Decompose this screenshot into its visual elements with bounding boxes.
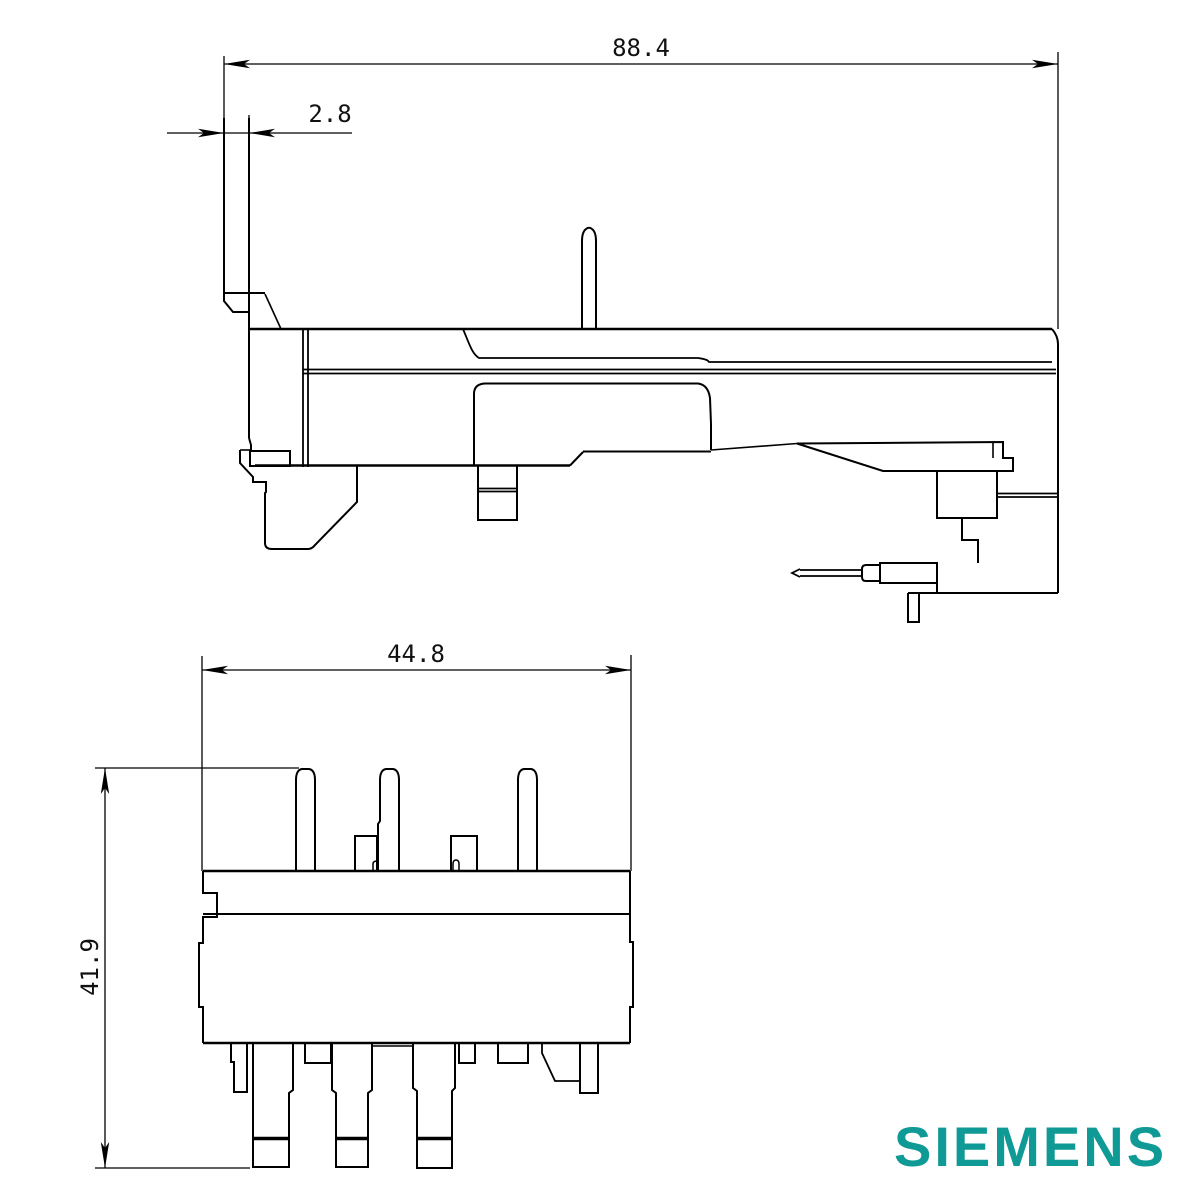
flap <box>796 440 1014 472</box>
small-pin-2 <box>497 1043 529 1064</box>
lever-diagonal <box>264 293 282 330</box>
side-pin-collar <box>861 564 880 582</box>
side-pin-shaft <box>800 569 862 577</box>
connector-block <box>936 471 998 519</box>
dimension-overall-width: 88.4 <box>223 34 1059 329</box>
dimension-lever-offset: 2.8 <box>167 100 352 138</box>
leg2-foot <box>335 1140 369 1168</box>
bottom-edge-step <box>569 451 584 467</box>
bottom-tab <box>477 466 518 521</box>
flap-link <box>710 442 798 451</box>
front-rect-1 <box>354 835 378 871</box>
leg1-right <box>288 1043 294 1137</box>
body-right-edge <box>629 871 634 1043</box>
leg3-foot <box>416 1140 453 1169</box>
dim-value-front-height: 41.9 <box>76 938 104 996</box>
leg3-left <box>412 1043 418 1137</box>
arrow-left-icon <box>198 128 224 138</box>
dim-value-overall-width: 88.4 <box>612 34 670 62</box>
front-pin-2 <box>377 768 400 871</box>
front-pin-3 <box>517 768 538 871</box>
angled-flap <box>541 1043 580 1082</box>
front-rect-2 <box>450 835 478 871</box>
arrow-left-icon <box>202 665 228 675</box>
left-shelf <box>249 450 291 467</box>
din-hook <box>239 450 358 550</box>
front-rect-2-hook <box>452 859 460 871</box>
lever-foot-bevel <box>223 293 248 313</box>
connector-step <box>961 518 979 563</box>
arrow-right-icon <box>605 665 631 675</box>
leg3-right <box>451 1043 456 1137</box>
front-view <box>198 768 634 1169</box>
siemens-logo: SIEMENS <box>894 1115 1168 1178</box>
dimension-front-width: 44.8 <box>201 640 632 871</box>
arrow-down-icon <box>100 1142 110 1168</box>
front-pin-1 <box>295 768 316 871</box>
gap-pin-1 <box>304 1043 332 1064</box>
dim-value-lever-offset: 2.8 <box>308 100 351 128</box>
right-edge <box>1051 328 1059 593</box>
front-rect-1-hook <box>372 860 378 871</box>
dim-value-front-width: 44.8 <box>387 640 445 668</box>
lower-tab <box>907 593 920 623</box>
small-pin-1 <box>458 1043 476 1064</box>
arrow-right-icon <box>1032 59 1058 69</box>
arrow-up-icon <box>100 768 110 794</box>
upper-ledge <box>462 328 1052 363</box>
lever-lower-bevel <box>248 437 252 451</box>
side-pin-tip <box>789 568 801 578</box>
stepped-pin <box>230 1043 248 1093</box>
body-left-edge <box>198 871 218 1043</box>
side-view <box>223 118 1059 623</box>
top-pin <box>581 226 597 329</box>
lower-recess-top <box>486 382 712 450</box>
side-pin-body <box>879 562 938 584</box>
right-tab <box>579 1043 599 1094</box>
leg2-left <box>331 1043 337 1137</box>
arrow-left-icon <box>224 59 250 69</box>
lower-recess-left <box>473 382 487 465</box>
dimension-front-height: 41.9 <box>76 767 299 1169</box>
arrow-right-icon <box>249 128 275 138</box>
leg2-right <box>367 1043 373 1137</box>
leg1-foot <box>252 1140 290 1168</box>
